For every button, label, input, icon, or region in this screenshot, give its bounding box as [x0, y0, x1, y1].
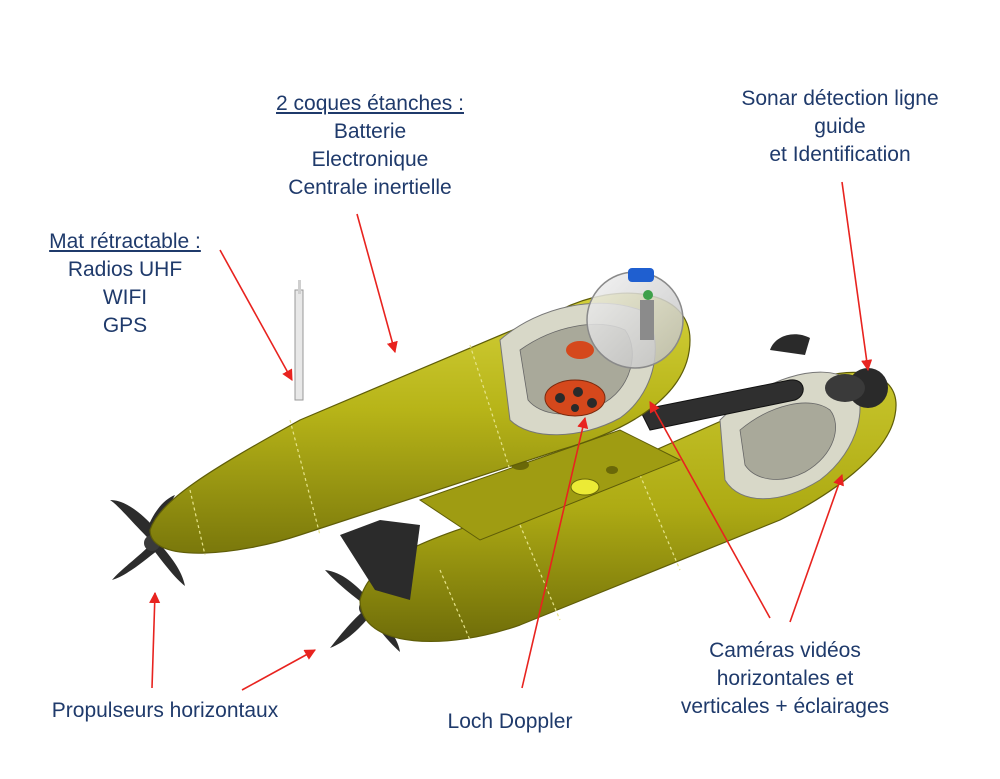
label-sonar-line-3: et Identification: [769, 143, 911, 166]
vehicle-illustration: [110, 268, 897, 652]
retractable-mast: [294, 280, 304, 401]
label-sonar: Sonar détection ligne guide et Identific…: [715, 85, 965, 169]
label-mast-line-1: Radios UHF: [67, 258, 183, 281]
arrow-doppler: [521, 416, 589, 689]
lower-hull: [359, 334, 897, 642]
doppler-unit: [544, 341, 606, 417]
cross-arm: [639, 379, 804, 431]
upper-hull: [149, 268, 691, 556]
arrow-sonar: [841, 181, 873, 372]
arrow-camera-lower: [789, 473, 844, 623]
arrow-prop-upper: [149, 591, 161, 689]
label-cameras-line-1: Caméras vidéos: [709, 639, 861, 662]
label-cameras: Caméras vidéos horizontales et verticale…: [650, 637, 920, 721]
label-mast-line-3: GPS: [102, 314, 148, 337]
label-hulls-heading: 2 coques étanches :: [276, 92, 464, 115]
label-mast-heading: Mat rétractable :: [49, 230, 201, 253]
arrow-prop-lower: [241, 649, 316, 691]
label-cameras-line-2: horizontales et: [716, 667, 854, 690]
label-sonar-line-1: Sonar détection ligne: [741, 87, 939, 110]
arrow-hulls: [356, 213, 398, 354]
label-hulls-line-3: Centrale inertielle: [288, 176, 452, 199]
deck: [340, 429, 682, 600]
arrow-mast: [219, 249, 293, 381]
arrow-camera-upper: [649, 401, 771, 619]
label-hulls: 2 coques étanches : Batterie Electroniqu…: [250, 90, 490, 202]
label-hulls-line-2: Electronique: [311, 148, 429, 171]
label-cameras-line-3: verticales + éclairages: [680, 695, 890, 718]
label-mast: Mat rétractable : Radios UHF WIFI GPS: [20, 228, 230, 340]
label-propellers-text: Propulseurs horizontaux: [51, 699, 279, 722]
callout-arrows: [149, 181, 873, 691]
label-mast-line-2: WIFI: [102, 286, 148, 309]
label-hulls-line-1: Batterie: [333, 120, 407, 143]
label-doppler: Loch Doppler: [420, 708, 600, 736]
label-propellers: Propulseurs horizontaux: [20, 697, 310, 725]
label-doppler-text: Loch Doppler: [447, 710, 573, 733]
label-sonar-line-2: guide: [814, 115, 866, 138]
blue-cap: [628, 268, 654, 282]
